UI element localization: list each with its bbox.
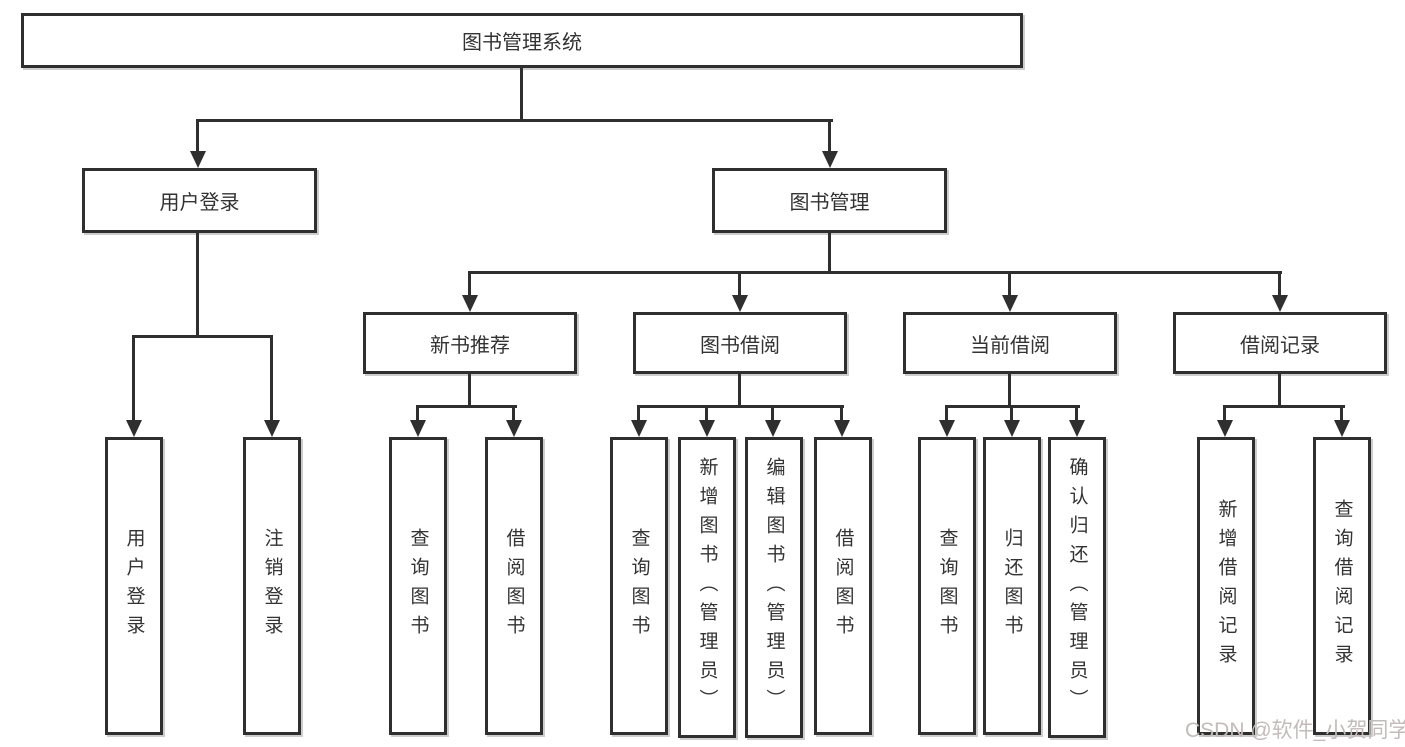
node-ul-user-login-label: 用户登录: [123, 528, 145, 644]
connector-drop-br-add: [1223, 405, 1226, 423]
node-cb-return-books: 归还图书: [983, 437, 1041, 735]
connector-drop-bb-add: [705, 405, 708, 423]
connector-drop-cb-confirm: [1075, 405, 1078, 423]
connector-drop-nb-borrow: [512, 405, 515, 423]
node-user-login: 用户登录: [82, 168, 317, 233]
arrowhead-down-icon: [506, 420, 522, 437]
connector-root-stem: [520, 66, 523, 122]
arrowhead-down-icon: [1272, 295, 1288, 312]
node-bb-borrow-books-label: 借阅图书: [832, 528, 854, 644]
node-br-query-record-label: 查询借阅记录: [1331, 499, 1353, 673]
connector-drop-bb-query: [637, 405, 640, 423]
arrowhead-down-icon: [732, 295, 748, 312]
node-nb-query-books: 查询图书: [389, 437, 447, 735]
node-book-borrowing-label: 图书借阅: [700, 334, 780, 357]
node-bb-add-books-label: 新增图书（管理员）: [696, 457, 718, 718]
connector-drop-book-borrowing: [738, 271, 741, 299]
node-bb-query-books-label: 查询图书: [628, 528, 650, 644]
node-br-query-record: 查询借阅记录: [1313, 437, 1371, 735]
arrowhead-down-icon: [699, 420, 715, 437]
node-nb-query-books-label: 查询图书: [407, 528, 429, 644]
connector-borrowing-records-stem: [1278, 374, 1281, 408]
connector-drop-book-management: [828, 119, 831, 155]
node-cb-query-books-label: 查询图书: [936, 528, 958, 644]
node-new-book-recommend: 新书推荐: [363, 312, 577, 374]
connector-book-management-bar: [468, 271, 1282, 274]
node-nb-borrow-books-label: 借阅图书: [503, 528, 525, 644]
arrowhead-down-icon: [264, 420, 280, 437]
arrowhead-down-icon: [1334, 420, 1350, 437]
node-current-borrowing-label: 当前借阅: [970, 334, 1050, 357]
node-ul-logout-label: 注销登录: [261, 528, 283, 644]
node-nb-borrow-books: 借阅图书: [485, 437, 543, 735]
arrowhead-down-icon: [462, 295, 478, 312]
connector-new-book-stem: [468, 374, 471, 408]
node-borrowing-records: 借阅记录: [1173, 312, 1387, 374]
node-book-management-label: 图书管理: [789, 192, 870, 214]
arrowhead-down-icon: [631, 420, 647, 437]
connector-drop-current-borrowing: [1008, 271, 1011, 299]
node-bb-edit-books: 编辑图书（管理员）: [745, 437, 803, 738]
connector-drop-ul-user-login: [132, 335, 135, 423]
node-library-management-system-label: 图书管理系统: [462, 32, 582, 54]
node-br-add-record: 新增借阅记录: [1197, 437, 1255, 735]
node-book-borrowing: 图书借阅: [633, 312, 847, 374]
node-bb-edit-books-label: 编辑图书（管理员）: [763, 457, 785, 718]
connector-book-management-stem: [828, 233, 831, 274]
connector-drop-nb-query: [416, 405, 419, 423]
connector-drop-cb-return: [1010, 405, 1013, 423]
connector-root-bar: [197, 119, 833, 122]
node-cb-confirm-return-label: 确认归还（管理员）: [1066, 457, 1088, 718]
arrowhead-down-icon: [190, 151, 206, 168]
connector-current-borrowing-stem: [1008, 374, 1011, 408]
connector-book-borrowing-stem: [738, 374, 741, 408]
arrowhead-down-icon: [1002, 295, 1018, 312]
connector-drop-user-login: [196, 119, 199, 155]
connector-drop-br-query: [1340, 405, 1343, 423]
connector-user-login-stem: [196, 233, 199, 338]
connector-borrowing-records-bar: [1223, 405, 1345, 408]
node-library-management-system: 图书管理系统: [21, 13, 1023, 68]
node-bb-query-books: 查询图书: [610, 437, 668, 735]
arrowhead-down-icon: [1217, 420, 1233, 437]
connector-drop-bb-edit: [771, 405, 774, 423]
connector-book-borrowing-bar: [637, 405, 844, 408]
arrowhead-down-icon: [765, 420, 781, 437]
connector-user-login-bar: [132, 335, 273, 338]
node-current-borrowing: 当前借阅: [903, 312, 1117, 374]
connector-drop-bb-borrow: [840, 405, 843, 423]
arrowhead-down-icon: [834, 420, 850, 437]
arrowhead-down-icon: [939, 420, 955, 437]
arrowhead-down-icon: [1069, 420, 1085, 437]
arrowhead-down-icon: [1004, 420, 1020, 437]
connector-drop-borrowing-records: [1278, 271, 1281, 299]
node-cb-confirm-return: 确认归还（管理员）: [1048, 437, 1106, 738]
node-bb-add-books: 新增图书（管理员）: [678, 437, 736, 738]
node-ul-logout: 注销登录: [243, 437, 301, 735]
node-book-management: 图书管理: [712, 168, 947, 233]
connector-new-book-bar: [416, 405, 517, 408]
arrowhead-down-icon: [822, 151, 838, 168]
connector-drop-ul-logout: [270, 335, 273, 423]
node-ul-user-login: 用户登录: [105, 437, 163, 735]
node-br-add-record-label: 新增借阅记录: [1215, 499, 1237, 673]
arrowhead-down-icon: [410, 420, 426, 437]
node-user-login-label: 用户登录: [159, 192, 240, 214]
connector-drop-new-book-recommend: [468, 271, 471, 299]
node-cb-return-books-label: 归还图书: [1001, 528, 1023, 644]
connector-drop-cb-query: [945, 405, 948, 423]
node-new-book-recommend-label: 新书推荐: [430, 334, 510, 357]
node-borrowing-records-label: 借阅记录: [1240, 334, 1320, 357]
node-bb-borrow-books: 借阅图书: [814, 437, 872, 735]
arrowhead-down-icon: [126, 420, 142, 437]
csdn-watermark: CSDN @软件_小贺同学: [1185, 719, 1405, 742]
node-cb-query-books: 查询图书: [918, 437, 976, 735]
